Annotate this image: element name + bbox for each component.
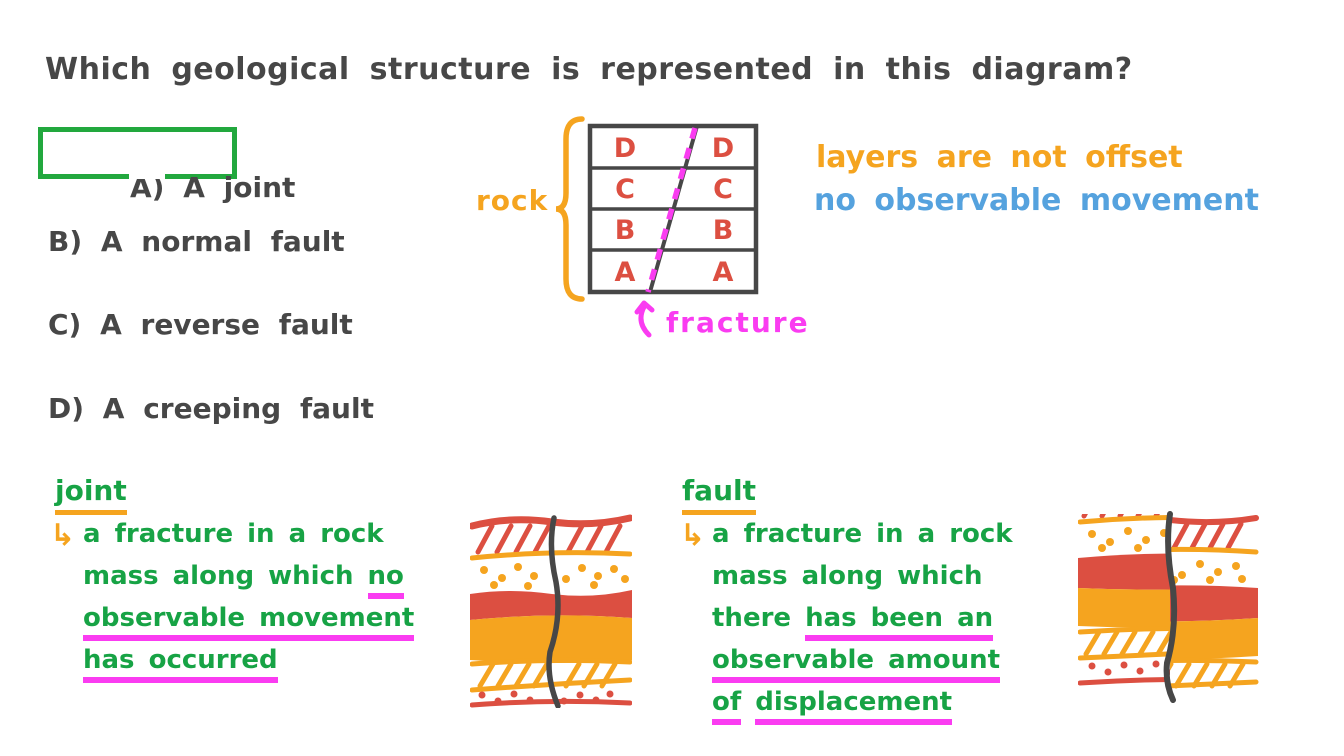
fault-def-line-3: there has been an (712, 603, 994, 641)
underlined-text: no (367, 561, 404, 599)
fracture-arrow-icon (632, 298, 664, 338)
joint-illustration (470, 512, 632, 708)
fracture-label: fracture (666, 306, 810, 339)
fault-arrow-icon: ↳ (680, 518, 706, 553)
fault-def-line-5: of displacement (712, 687, 953, 725)
fault-def-line-2: mass along which (712, 561, 983, 591)
layer-b-right: B (713, 215, 734, 246)
fault-illustration (1078, 508, 1260, 704)
fault-fracture-line (1163, 511, 1178, 703)
layer-a-left: A (615, 257, 636, 288)
joint-def-line-4: has occurred (83, 645, 278, 683)
layer-d-left: D (614, 133, 636, 164)
layer-d-right: D (712, 133, 734, 164)
joint-arrow-icon: ↳ (50, 518, 76, 553)
joint-fracture-line (546, 515, 561, 708)
underlined-text: observable amount (712, 645, 1001, 683)
underlined-text: displacement (755, 687, 953, 725)
option-b[interactable]: B) A normal fault (48, 225, 345, 258)
layer-c-left: C (615, 174, 635, 205)
underlined-text: has been an (805, 603, 994, 641)
option-a-correct-box[interactable]: A) A joint (38, 127, 295, 204)
text: a fracture in a rock (712, 519, 1013, 549)
fault-def-line-1: a fracture in a rock (712, 519, 1013, 549)
question-title: Which geological structure is represente… (45, 52, 1133, 87)
layer-b-left: B (615, 215, 636, 246)
joint-def-line-2: mass along which no (83, 561, 404, 599)
joint-term: joint (55, 474, 127, 515)
note-layers-not-offset: layers are not offset (816, 140, 1183, 175)
note-no-observable-movement: no observable movement (814, 183, 1259, 218)
rock-layers-diagram: D D C C B B A A (587, 123, 759, 295)
layer-a-right: A (713, 257, 734, 288)
fault-term-text: fault (682, 474, 756, 515)
joint-term-text: joint (55, 474, 127, 515)
joint-def-line-1: a fracture in a rock (83, 519, 384, 549)
text (741, 687, 755, 717)
text: mass along which (712, 561, 983, 591)
text: mass along which (83, 561, 368, 591)
underlined-text: has occurred (83, 645, 278, 683)
underlined-text: of (712, 687, 742, 725)
text: there (712, 603, 806, 633)
rock-label: rock (476, 184, 549, 217)
joint-def-line-3: observable movement (83, 603, 415, 641)
option-d[interactable]: D) A creeping fault (48, 392, 374, 425)
rock-brace-icon (550, 114, 592, 304)
fault-def-line-4: observable amount (712, 645, 1001, 683)
text: a fracture in a rock (83, 519, 384, 549)
fault-term: fault (682, 474, 756, 515)
underlined-text: observable movement (83, 603, 415, 641)
option-a-label: A) A joint (130, 171, 296, 204)
option-c[interactable]: C) A reverse fault (48, 308, 353, 341)
layer-c-right: C (713, 174, 733, 205)
